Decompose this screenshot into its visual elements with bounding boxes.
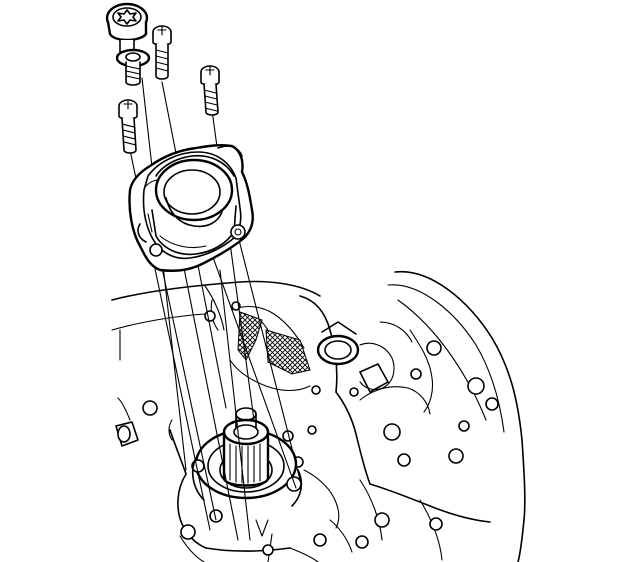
torx-bolt <box>105 2 151 86</box>
bolt-3 <box>200 65 220 116</box>
bolt-4 <box>118 99 138 154</box>
hatched-surface <box>237 311 311 375</box>
transmission-case <box>111 270 526 562</box>
bearing-housing <box>128 143 254 272</box>
case-holes <box>142 301 499 556</box>
oil-seal-boss <box>316 321 360 366</box>
input-shaft-seat <box>191 407 303 523</box>
bolt-2 <box>152 25 172 80</box>
dowel-pin <box>115 421 139 447</box>
